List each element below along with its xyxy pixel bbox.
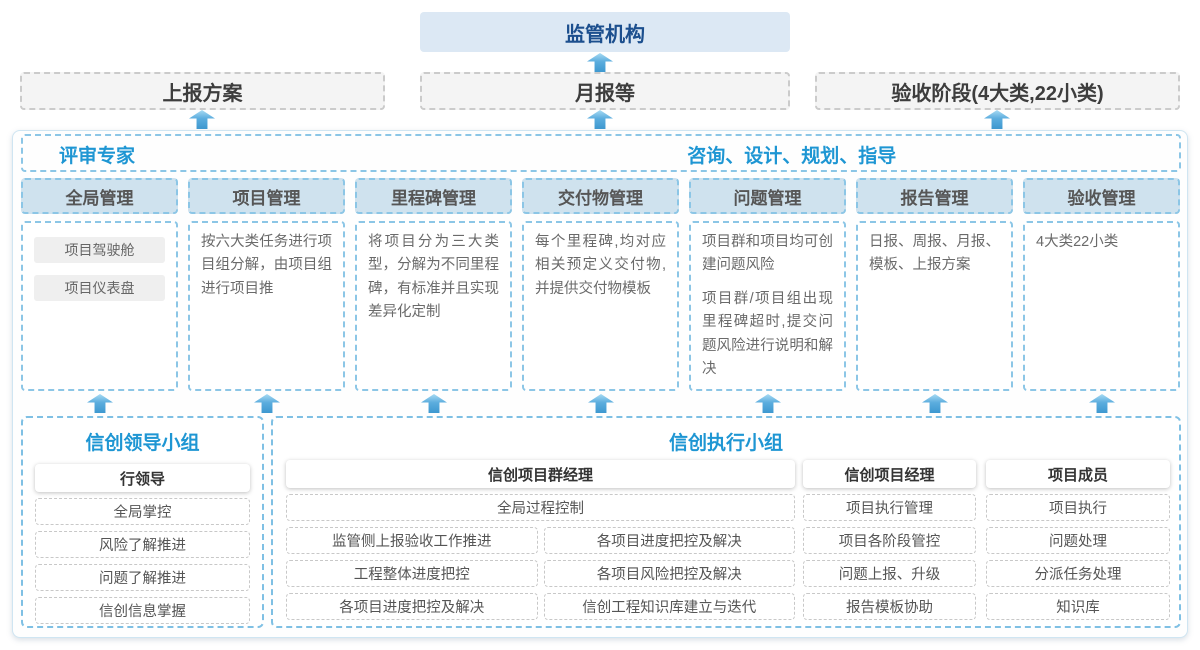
column-report-management: 报告管理 日报、周报、月报、模板、上报方案 bbox=[856, 178, 1013, 391]
program-manager-section: 信创项目群经理 全局过程控制 监管侧上报验收工作推进 各项目进度把控及解决 工程… bbox=[286, 460, 795, 620]
task-item: 监管侧上报验收工作推进 bbox=[286, 527, 538, 554]
experts-label: 评审专家 bbox=[59, 146, 136, 167]
advisors-header-bar: 评审专家 咨询、设计、规划、指导 bbox=[21, 134, 1181, 172]
exec-group-title: 信创执行小组 bbox=[668, 433, 783, 454]
feature-chip: 项目仪表盘 bbox=[34, 275, 165, 301]
report-box-monthly: 月报等 bbox=[420, 72, 790, 110]
task-item: 问题了解推进 bbox=[35, 564, 250, 591]
arrow-up-icon bbox=[922, 394, 948, 413]
column-body: 按六大类任务进行项目组分解，由项目组进行项目推 bbox=[188, 221, 345, 391]
report-box-acceptance: 验收阶段(4大类,22小类) bbox=[815, 72, 1180, 110]
column-body: 项目群和项目均可创建问题风险 项目群/项目组出现里程碑超时,提交问题风险进行说明… bbox=[689, 221, 846, 391]
column-title: 全局管理 bbox=[21, 178, 178, 214]
leader-group-title: 信创领导小组 bbox=[85, 433, 200, 454]
task-item: 问题上报、升级 bbox=[803, 560, 976, 587]
column-title: 问题管理 bbox=[689, 178, 846, 214]
column-project-management: 项目管理 按六大类任务进行项目组分解，由项目组进行项目推 bbox=[188, 178, 345, 391]
task-item: 报告模板协助 bbox=[803, 593, 976, 620]
column-acceptance-management: 验收管理 4大类22小类 bbox=[1023, 178, 1180, 391]
task-item: 全局过程控制 bbox=[286, 494, 795, 521]
column-title: 项目管理 bbox=[188, 178, 345, 214]
column-text: 项目群/项目组出现里程碑超时,提交问题风险进行说明和解决 bbox=[702, 290, 833, 378]
task-item: 知识库 bbox=[986, 593, 1170, 620]
project-member-section: 项目成员 项目执行 问题处理 分派任务处理 知识库 bbox=[986, 460, 1170, 620]
arrow-up-icon bbox=[421, 394, 447, 413]
task-item: 信创信息掌握 bbox=[35, 597, 250, 624]
role-chip-project-manager: 信创项目经理 bbox=[803, 460, 976, 488]
task-item: 项目各阶段管控 bbox=[803, 527, 976, 554]
arrow-up-icon bbox=[189, 110, 215, 129]
column-issue-management: 问题管理 项目群和项目均可创建问题风险 项目群/项目组出现里程碑超时,提交问题风… bbox=[689, 178, 846, 391]
column-body: 项目驾驶舱 项目仪表盘 bbox=[21, 221, 178, 391]
column-deliverable-management: 交付物管理 每个里程碑,均对应相关预定义交付物,并提供交付物模板 bbox=[522, 178, 679, 391]
task-item: 各项目风险把控及解决 bbox=[543, 560, 795, 587]
column-text: 日报、周报、月报、模板、上报方案 bbox=[869, 234, 1000, 274]
task-item: 信创工程知识库建立与迭代 bbox=[543, 593, 795, 620]
column-text: 按六大类任务进行项目组分解，由项目组进行项目推 bbox=[201, 234, 332, 297]
arrow-up-icon bbox=[87, 394, 113, 413]
task-item: 各项目进度把控及解决 bbox=[543, 527, 795, 554]
consulting-label: 咨询、设计、规划、指导 bbox=[687, 146, 897, 167]
task-item: 各项目进度把控及解决 bbox=[286, 593, 538, 620]
regulator-box: 监管机构 bbox=[420, 12, 790, 52]
column-body: 将项目分为三大类型，分解为不同里程碑，有标准并且实现差异化定制 bbox=[355, 221, 512, 391]
management-columns: 全局管理 项目驾驶舱 项目仪表盘 项目管理 按六大类任务进行项目组分解，由项目组… bbox=[21, 178, 1181, 391]
column-body: 每个里程碑,均对应相关预定义交付物,并提供交付物模板 bbox=[522, 221, 679, 391]
task-item: 项目执行管理 bbox=[803, 494, 976, 521]
report-box-plan: 上报方案 bbox=[20, 72, 385, 110]
role-chip-program-manager: 信创项目群经理 bbox=[286, 460, 795, 488]
task-item: 全局掌控 bbox=[35, 498, 250, 525]
column-title: 交付物管理 bbox=[522, 178, 679, 214]
arrow-up-icon bbox=[984, 110, 1010, 129]
column-title: 验收管理 bbox=[1023, 178, 1180, 214]
column-body: 4大类22小类 bbox=[1023, 221, 1180, 391]
arrow-up-icon bbox=[587, 110, 613, 129]
role-chip-bank-leader: 行领导 bbox=[35, 464, 250, 492]
arrow-up-icon bbox=[1089, 394, 1115, 413]
column-title: 里程碑管理 bbox=[355, 178, 512, 214]
column-text: 项目群和项目均可创建问题风险 bbox=[702, 234, 833, 274]
task-item: 分派任务处理 bbox=[986, 560, 1170, 587]
column-text: 4大类22小类 bbox=[1036, 234, 1119, 250]
main-panel: 评审专家 咨询、设计、规划、指导 全局管理 项目驾驶舱 项目仪表盘 项目管理 按… bbox=[12, 130, 1188, 638]
task-item: 问题处理 bbox=[986, 527, 1170, 554]
column-global-management: 全局管理 项目驾驶舱 项目仪表盘 bbox=[21, 178, 178, 391]
column-body: 日报、周报、月报、模板、上报方案 bbox=[856, 221, 1013, 391]
role-chip-project-member: 项目成员 bbox=[986, 460, 1170, 488]
feature-chip: 项目驾驶舱 bbox=[34, 237, 165, 263]
column-text: 将项目分为三大类型，分解为不同里程碑，有标准并且实现差异化定制 bbox=[368, 234, 499, 321]
column-milestone-management: 里程碑管理 将项目分为三大类型，分解为不同里程碑，有标准并且实现差异化定制 bbox=[355, 178, 512, 391]
arrow-up-icon bbox=[588, 394, 614, 413]
arrow-up-icon bbox=[587, 53, 613, 72]
arrow-up-icon bbox=[254, 394, 280, 413]
arrow-up-icon bbox=[755, 394, 781, 413]
column-title: 报告管理 bbox=[856, 178, 1013, 214]
project-manager-section: 信创项目经理 项目执行管理 项目各阶段管控 问题上报、升级 报告模板协助 bbox=[803, 460, 976, 620]
exec-group: 信创执行小组 信创项目群经理 全局过程控制 监管侧上报验收工作推进 各项目进度把… bbox=[271, 416, 1181, 628]
task-item: 项目执行 bbox=[986, 494, 1170, 521]
column-text: 每个里程碑,均对应相关预定义交付物,并提供交付物模板 bbox=[535, 234, 666, 297]
task-item: 风险了解推进 bbox=[35, 531, 250, 558]
task-item: 工程整体进度把控 bbox=[286, 560, 538, 587]
leader-group: 信创领导小组 行领导 全局掌控 风险了解推进 问题了解推进 信创信息掌握 bbox=[21, 416, 264, 628]
